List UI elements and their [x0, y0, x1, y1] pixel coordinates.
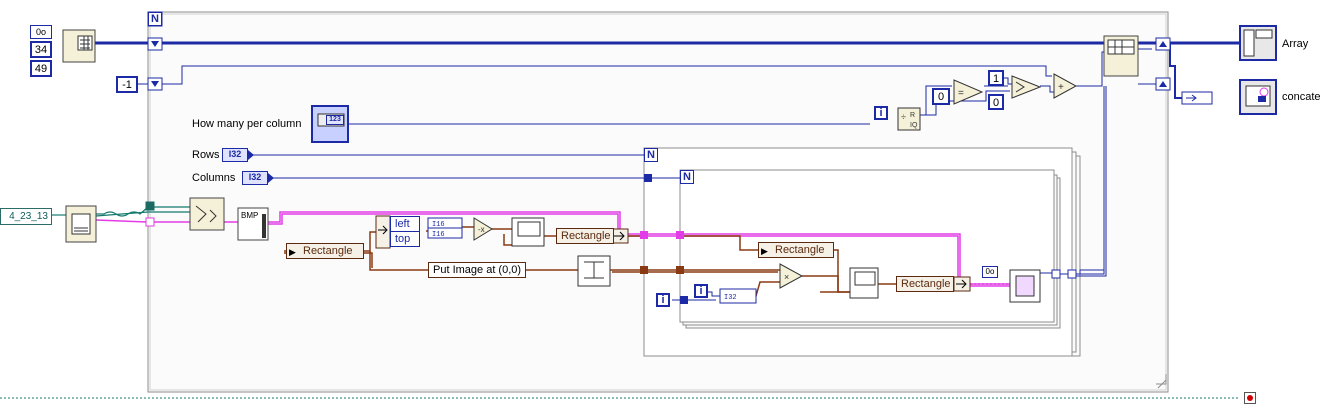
how-many-label: How many per column: [192, 118, 302, 130]
to-i32-node-2[interactable]: I32: [719, 288, 757, 304]
small-resource-constant[interactable]: 0o: [30, 25, 52, 39]
rectangle-bundle-2[interactable]: Rectangle: [556, 228, 614, 244]
left-field[interactable]: left: [390, 216, 420, 232]
svg-text:IQ: IQ: [910, 122, 918, 129]
stop-icon[interactable]: [1244, 392, 1256, 404]
reshape-array-node[interactable]: [1103, 35, 1139, 77]
array-indicator[interactable]: [1239, 25, 1277, 61]
constant-minus-one[interactable]: -1: [116, 76, 138, 93]
columns-label: Columns: [192, 172, 236, 184]
bundle-arrow-icon-2: ▶: [761, 246, 768, 256]
set-origin-node-2[interactable]: [849, 267, 879, 299]
svg-text:R: R: [910, 112, 915, 119]
columns-for-loop[interactable]: [679, 169, 1061, 329]
rectangle-bundle-1[interactable]: ▶ Rectangle: [286, 243, 364, 259]
to-i16-node-1[interactable]: I16 I16: [427, 217, 463, 239]
svg-text:-x: -x: [478, 225, 485, 234]
rectangle-bundle-3[interactable]: ▶ Rectangle: [758, 242, 834, 258]
unbundle-left-top-node[interactable]: [375, 215, 391, 249]
build-array-node[interactable]: [62, 29, 96, 63]
constant-zero-b[interactable]: 0: [988, 94, 1004, 110]
outer-loop-count[interactable]: N: [148, 12, 162, 26]
concate-label: concate: [1282, 91, 1321, 103]
left-field-label: left: [395, 218, 410, 230]
svg-text:×: ×: [784, 272, 789, 282]
rectangle-bundle-4-label: Rectangle: [901, 278, 951, 290]
rectangle-bundle-3-label: Rectangle: [775, 244, 825, 256]
constant-zero-a[interactable]: 0: [932, 88, 950, 105]
picture-convert-node[interactable]: [1181, 91, 1213, 105]
rectangle-bundle-1-label: Rectangle: [303, 245, 353, 257]
columns-loop-count[interactable]: N: [680, 170, 694, 184]
negate-node[interactable]: -x: [473, 217, 493, 241]
bmp-label: BMP: [241, 211, 259, 220]
columns-iteration-terminal[interactable]: i: [694, 284, 708, 298]
outer-iteration-terminal[interactable]: i: [874, 106, 888, 120]
rows-terminal[interactable]: I32: [222, 148, 248, 162]
bundle-rect-out-1[interactable]: [611, 228, 629, 244]
constant-34[interactable]: 34: [30, 41, 52, 58]
rows-loop-count[interactable]: N: [644, 148, 658, 162]
put-image-label: Put Image at (0,0): [433, 264, 522, 276]
resource-constant-2[interactable]: 0o: [982, 266, 998, 278]
put-image-bundle[interactable]: Put Image at (0,0): [428, 262, 526, 278]
set-draw-origin-node[interactable]: [511, 217, 545, 247]
equal-node[interactable]: =: [953, 79, 984, 105]
array-label: Array: [1282, 38, 1309, 50]
top-field[interactable]: top: [390, 231, 420, 247]
add-node[interactable]: +: [1053, 73, 1078, 99]
file-path-constant[interactable]: 4_23_13: [0, 208, 52, 225]
bundle-rect-out-2[interactable]: [953, 276, 971, 292]
read-bmp-node[interactable]: [189, 197, 225, 231]
rectangle-bundle-4[interactable]: Rectangle: [896, 276, 954, 292]
draw-rect-node[interactable]: [1009, 269, 1041, 303]
quotient-remainder-node[interactable]: ÷ R IQ: [897, 107, 921, 131]
svg-text:=: =: [958, 88, 964, 99]
rows-iteration-terminal[interactable]: i: [656, 293, 670, 307]
picture-indicator[interactable]: [1239, 79, 1277, 115]
constant-one[interactable]: 1: [988, 70, 1004, 86]
top-field-label: top: [395, 233, 411, 245]
columns-terminal[interactable]: I32: [242, 171, 268, 185]
rows-label: Rows: [192, 149, 220, 161]
select-node[interactable]: [1011, 75, 1042, 99]
svg-text:÷: ÷: [901, 112, 906, 122]
svg-text:+: +: [1058, 82, 1064, 93]
draw-image-node[interactable]: [577, 255, 611, 287]
numeric-tag: 123: [326, 115, 344, 125]
svg-text:I16: I16: [432, 231, 445, 239]
constant-49[interactable]: 49: [30, 60, 52, 77]
rectangle-bundle-2-label: Rectangle: [561, 230, 611, 242]
svg-text:I32: I32: [724, 294, 737, 302]
svg-text:I16: I16: [432, 221, 445, 229]
open-file-node[interactable]: [65, 205, 97, 243]
bundle-arrow-icon: ▶: [289, 247, 296, 257]
multiply-node[interactable]: ×: [779, 263, 804, 289]
bmp-to-picture-node[interactable]: [237, 207, 269, 241]
